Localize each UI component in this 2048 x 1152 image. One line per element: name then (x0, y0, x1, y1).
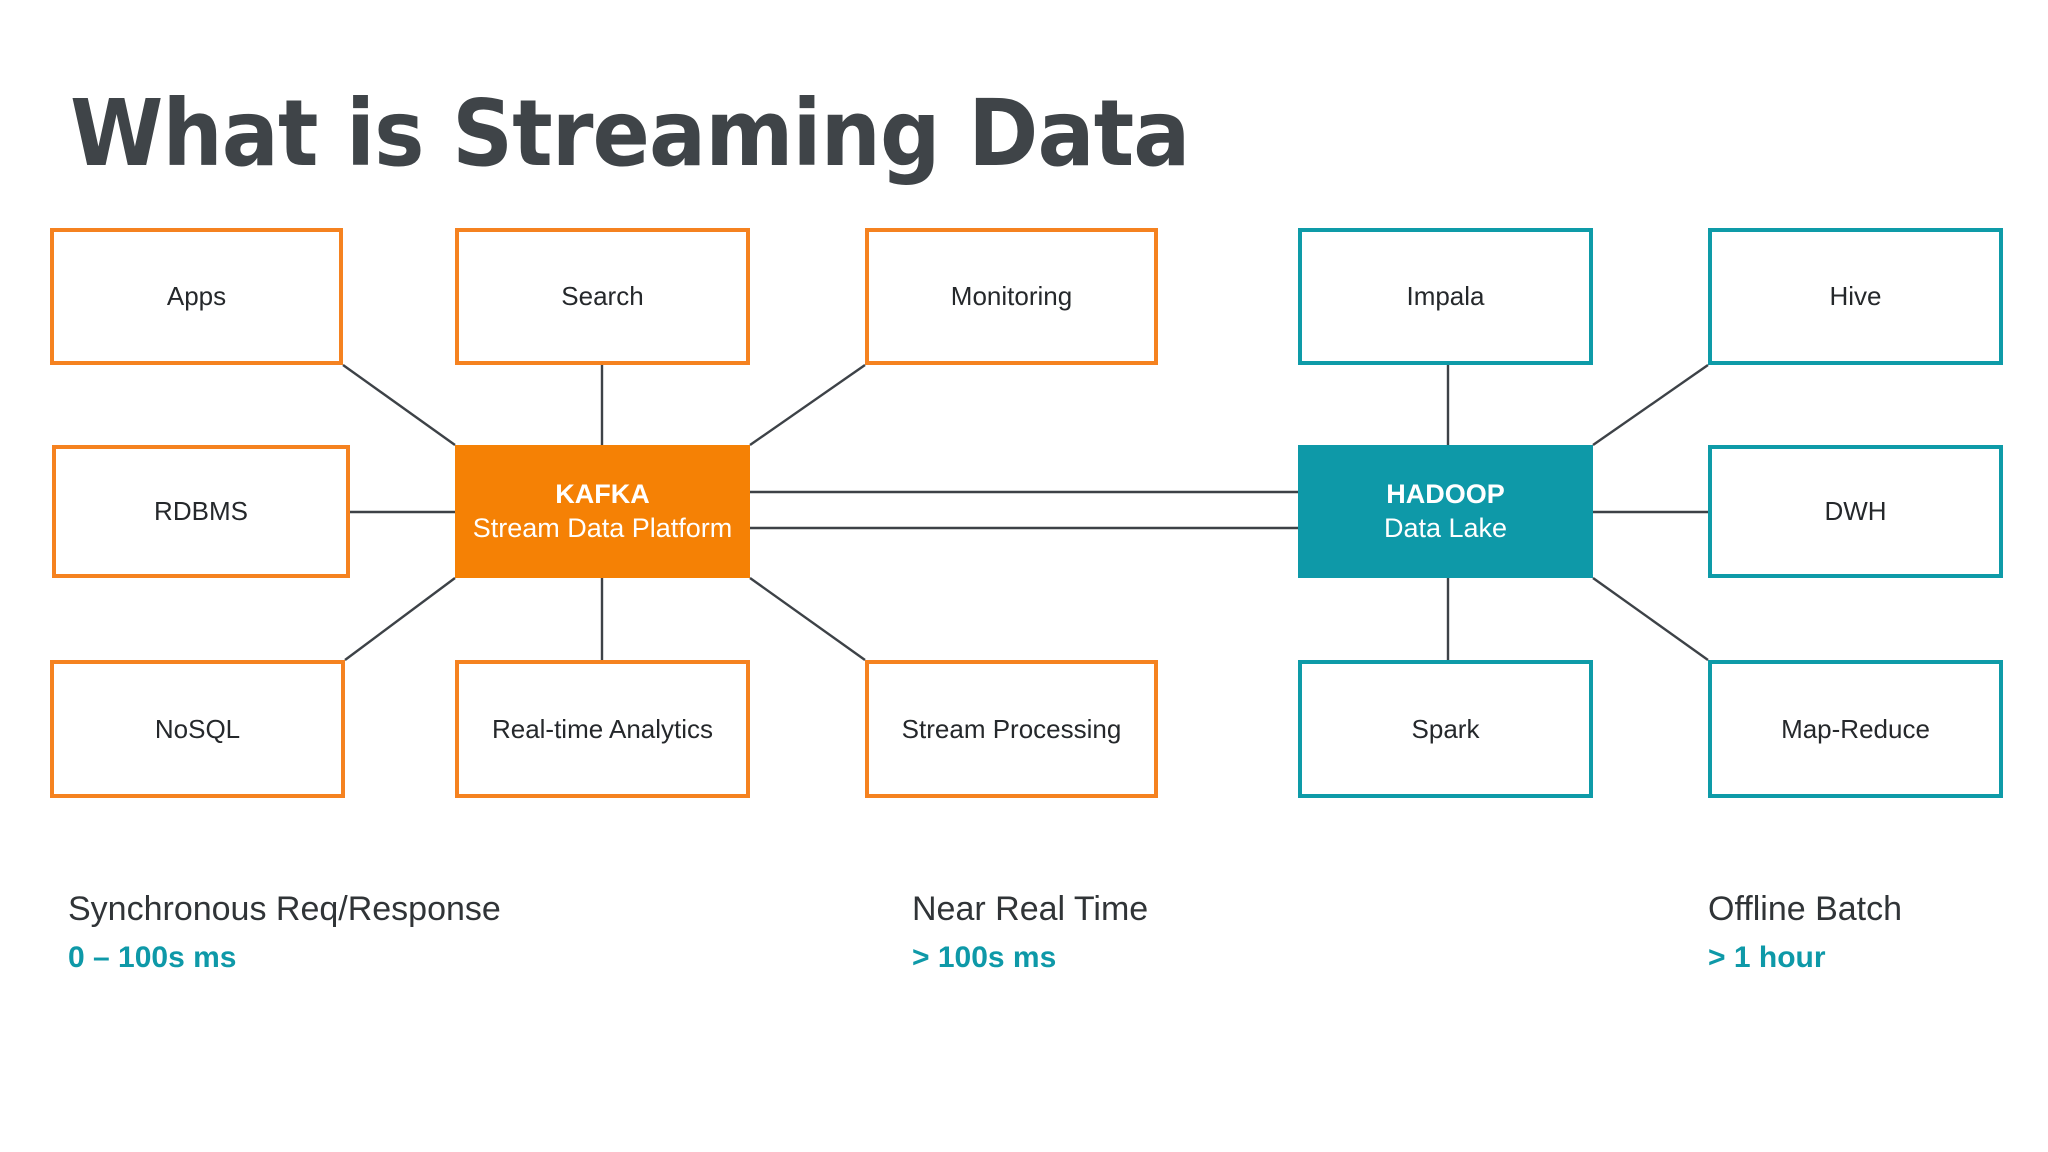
hub-kafka-subtitle: Stream Data Platform (472, 512, 733, 543)
caption-title: Offline Batch (1708, 890, 1903, 928)
caption-title: Near Real Time (912, 890, 1149, 928)
caption-value: > 100s ms (912, 940, 1057, 974)
caption-value: 0 – 100s ms (68, 940, 237, 974)
hub-hadoop-subtitle: Data Lake (1383, 512, 1508, 543)
node-label: NoSQL (154, 713, 241, 744)
hub-kafka-title: KAFKA (555, 479, 650, 510)
connector-streamproc-kafka (749, 577, 866, 661)
node-label: Spark (1411, 713, 1480, 744)
node-label: Real-time Analytics (491, 713, 714, 744)
node-monitoring[interactable]: Monitoring (865, 228, 1158, 365)
caption-value: > 1 hour (1708, 940, 1826, 974)
node-label: Stream Processing (901, 713, 1122, 744)
connector-mapreduce-hadoop (1592, 577, 1709, 661)
hub-hadoop[interactable]: HADOOP Data Lake (1298, 445, 1593, 578)
connector-nosql-kafka (344, 577, 456, 661)
node-impala[interactable]: Impala (1298, 228, 1593, 365)
page-title: What is Streaming Data (70, 80, 1190, 187)
node-label: Search (561, 281, 644, 312)
hub-hadoop-title: HADOOP (1386, 479, 1505, 510)
caption-offline-batch: Offline Batch > 1 hour (1708, 888, 1902, 976)
hub-kafka[interactable]: KAFKA Stream Data Platform (455, 445, 750, 578)
node-real-time-analytics[interactable]: Real-time Analytics (455, 660, 750, 798)
caption-near-real-time: Near Real Time > 100s ms (912, 888, 1148, 976)
node-spark[interactable]: Spark (1298, 660, 1593, 798)
connector-apps-kafka (342, 364, 456, 446)
node-dwh[interactable]: DWH (1708, 445, 2003, 578)
node-map-reduce[interactable]: Map-Reduce (1708, 660, 2003, 798)
node-label: Monitoring (950, 281, 1073, 312)
caption-synchronous: Synchronous Req/Response 0 – 100s ms (68, 888, 501, 976)
connector-hive-hadoop (1592, 364, 1709, 446)
connector-monitoring-kafka (749, 364, 866, 446)
node-search[interactable]: Search (455, 228, 750, 365)
node-label: RDBMS (154, 496, 248, 527)
node-stream-processing[interactable]: Stream Processing (865, 660, 1158, 798)
node-hive[interactable]: Hive (1708, 228, 2003, 365)
node-apps[interactable]: Apps (50, 228, 343, 365)
node-nosql[interactable]: NoSQL (50, 660, 345, 798)
node-label: Hive (1829, 281, 1882, 312)
node-rdbms[interactable]: RDBMS (52, 445, 350, 578)
node-label: Impala (1406, 281, 1485, 312)
caption-title: Synchronous Req/Response (68, 890, 501, 928)
node-label: Map-Reduce (1781, 713, 1930, 744)
node-label: DWH (1824, 496, 1887, 527)
node-label: Apps (166, 281, 227, 312)
